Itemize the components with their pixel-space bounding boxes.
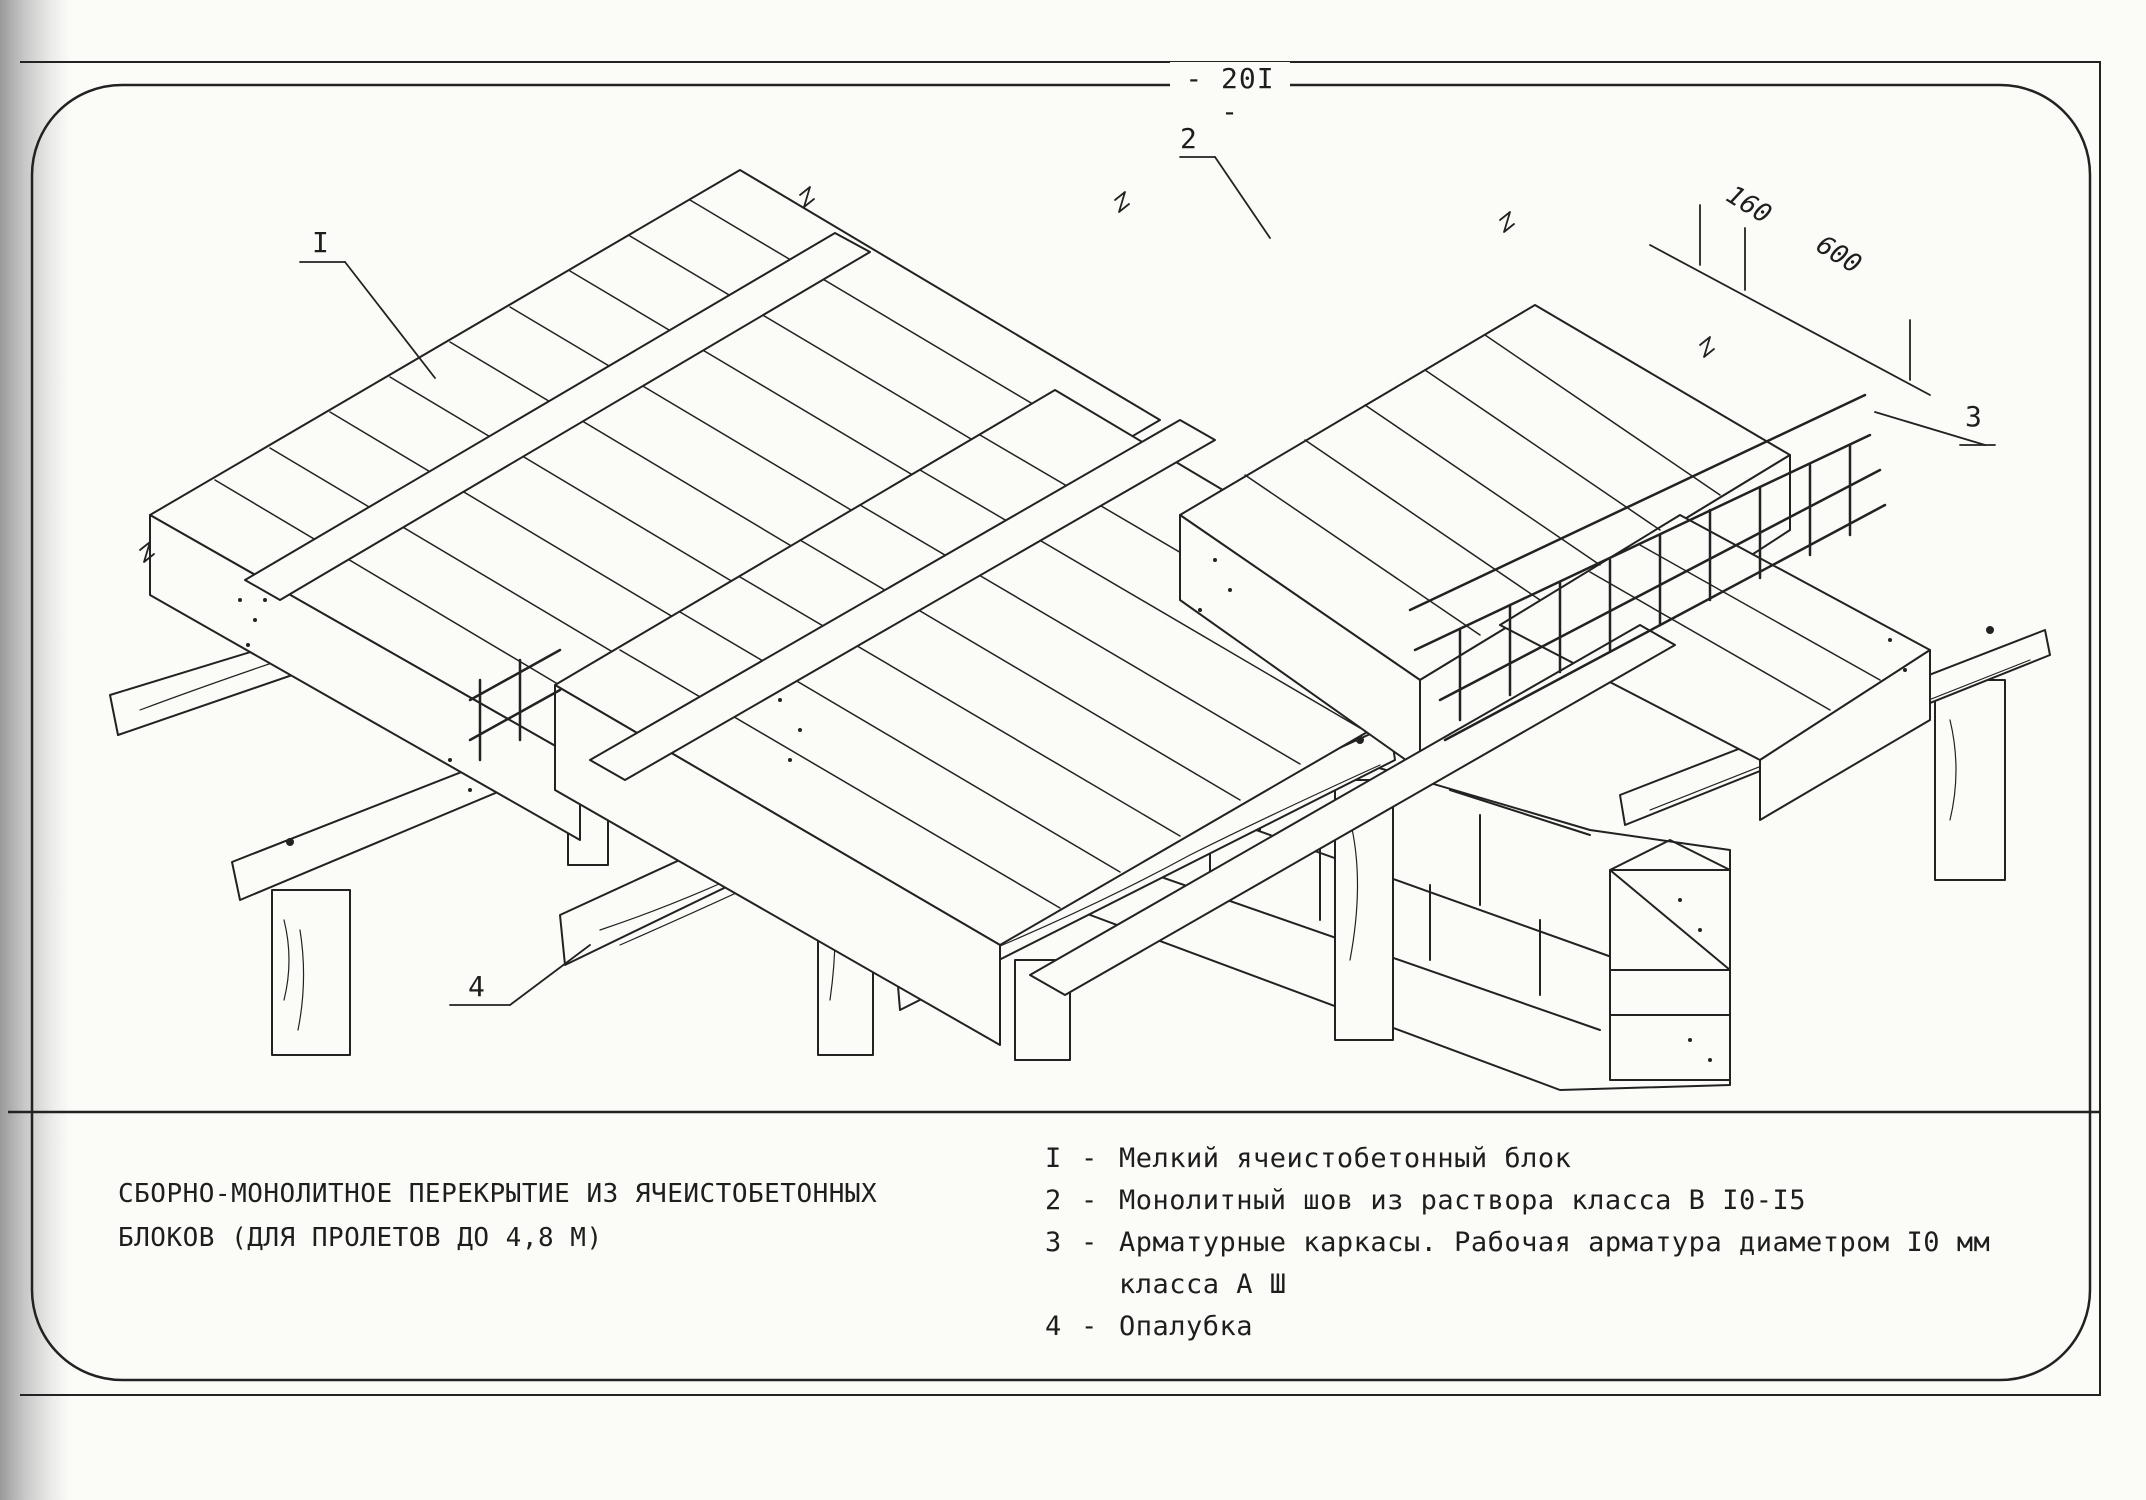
callout-4: 4 xyxy=(468,970,485,1003)
legend-number: I xyxy=(1045,1143,1062,1174)
legend-dash: - xyxy=(1081,1143,1098,1174)
legend-text: класса А Ш xyxy=(1119,1269,1287,1300)
callout-2: 2 xyxy=(1180,122,1197,155)
callout-3: 3 xyxy=(1965,400,1982,433)
callout-1: I xyxy=(312,226,329,259)
caption-line-1: СБОРНО-МОНОЛИТНОЕ ПЕРЕКРЫТИЕ ИЗ ЯЧЕИСТОБ… xyxy=(118,1179,878,1209)
legend-number: 4 xyxy=(1045,1311,1062,1342)
drawing-caption: СБОРНО-МОНОЛИТНОЕ ПЕРЕКРЫТИЕ ИЗ ЯЧЕИСТОБ… xyxy=(118,1172,1018,1260)
aerated-texture xyxy=(238,558,1907,1062)
legend-item: 2 - Монолитный шов из раствора класса В … xyxy=(1045,1180,2045,1222)
block-row-right xyxy=(1179,304,1931,821)
dimension-lines xyxy=(1649,204,1931,396)
legend: I - Мелкий ячеистобетонный блок 2 - Моно… xyxy=(1045,1138,2045,1348)
legend-item: 4 - Опалубка xyxy=(1045,1306,2045,1348)
break-lines xyxy=(139,186,1715,563)
legend-number: 3 xyxy=(1045,1227,1062,1258)
legend-text: Опалубка xyxy=(1119,1311,1254,1342)
scan-shadow-edge xyxy=(0,0,70,1500)
legend-text: Монолитный шов из раствора класса В I0-I… xyxy=(1119,1185,1806,1216)
leader-lines xyxy=(299,156,1996,1006)
block-row-left xyxy=(149,169,1161,841)
legend-number: 2 xyxy=(1045,1185,1062,1216)
legend-item-continuation: класса А Ш xyxy=(1045,1264,2045,1306)
legend-number xyxy=(1045,1264,1081,1306)
legend-text: Мелкий ячеистобетонный блок xyxy=(1119,1143,1572,1174)
legend-dash: - xyxy=(1081,1227,1098,1258)
legend-item: I - Мелкий ячеистобетонный блок xyxy=(1045,1138,2045,1180)
monolithic-seams xyxy=(244,232,1676,996)
legend-text: Арматурные каркасы. Рабочая арматура диа… xyxy=(1119,1227,1991,1258)
legend-dash: - xyxy=(1081,1311,1098,1342)
caption-line-2: БЛОКОВ (ДЛЯ ПРОЛЕТОВ ДО 4,8 М) xyxy=(118,1223,603,1253)
legend-dash-blank xyxy=(1081,1264,1119,1306)
legend-dash: - xyxy=(1081,1185,1098,1216)
reinforcement-cages xyxy=(468,393,1887,762)
page-number: - 20I - xyxy=(1170,62,1290,128)
legend-item: 3 - Арматурные каркасы. Рабочая арматура… xyxy=(1045,1222,2045,1264)
